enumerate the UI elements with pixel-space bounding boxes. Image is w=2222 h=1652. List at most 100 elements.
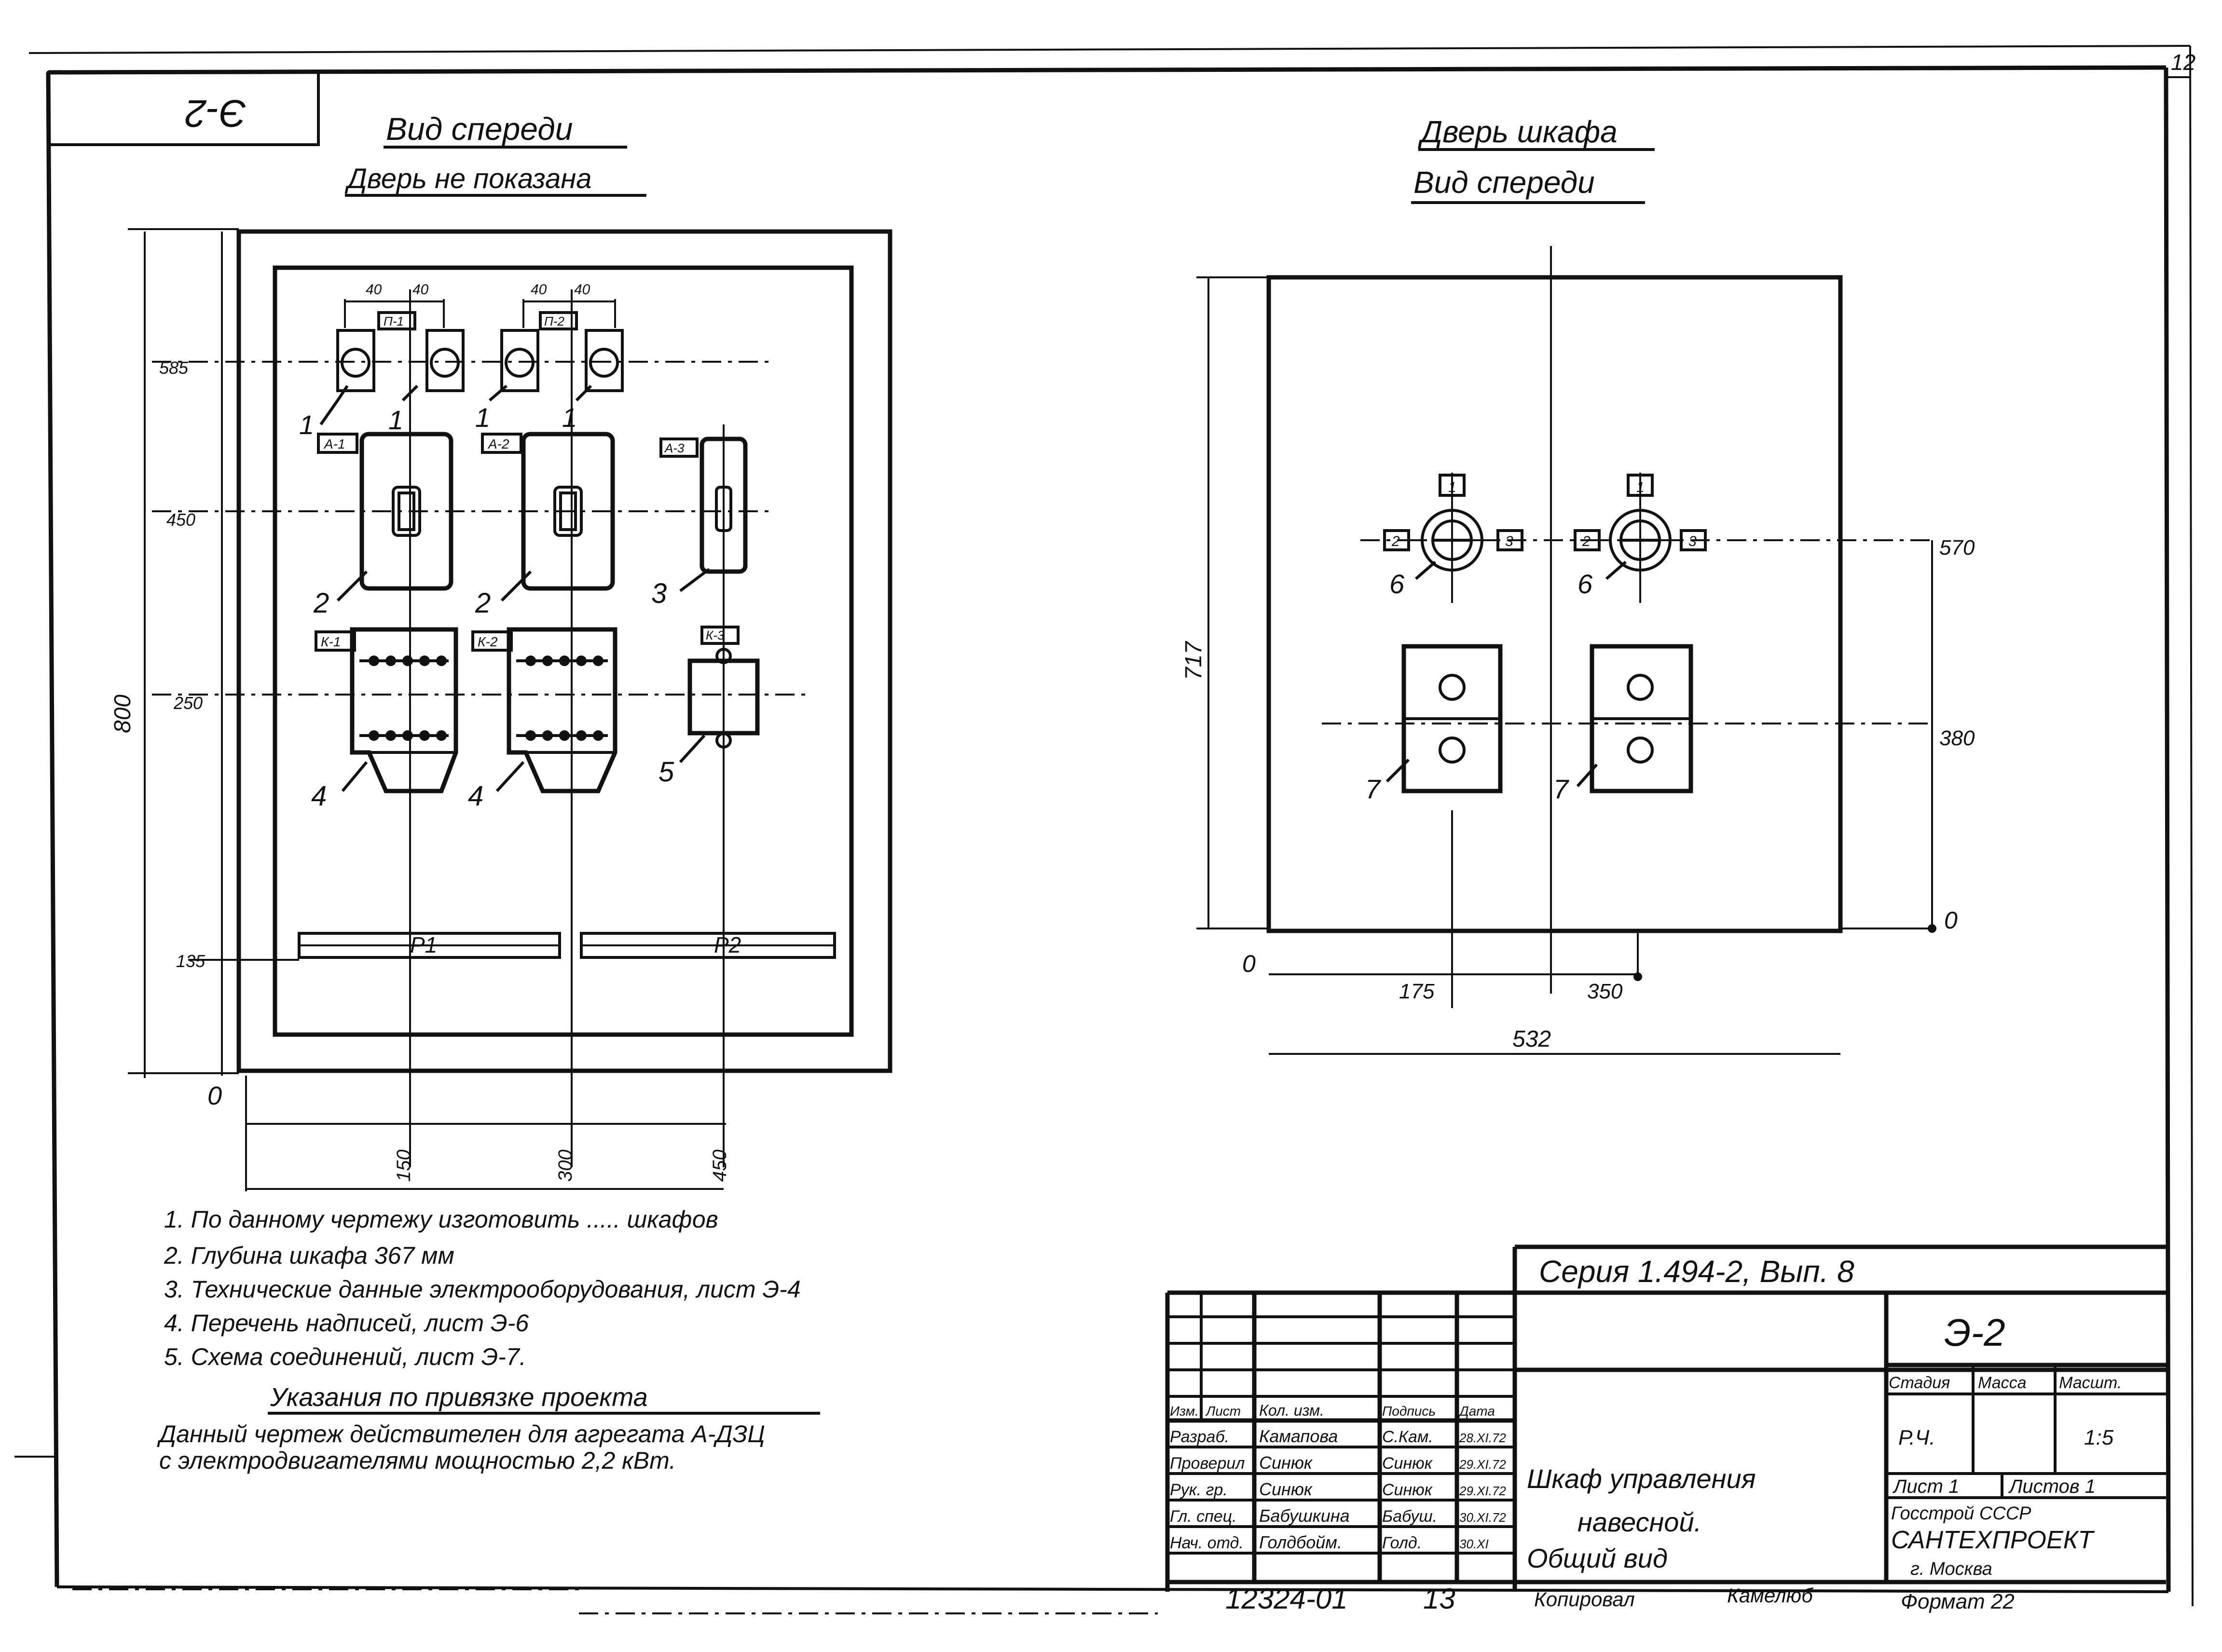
tag-a2: А-2 bbox=[487, 437, 509, 451]
tb-col-izm: Изм. bbox=[1170, 1404, 1199, 1419]
tb-sign-3: Синюк bbox=[1382, 1481, 1433, 1499]
right-dim-350: 350 bbox=[1587, 980, 1623, 1003]
tb-col-kol: Кол. изм. bbox=[1259, 1402, 1324, 1419]
tb-date-2: 29.XI.72 bbox=[1459, 1457, 1506, 1472]
left-dim-250: 250 bbox=[173, 693, 203, 713]
tag-k3: К-3 bbox=[706, 628, 725, 642]
right-view-title: Дверь шкафа bbox=[1418, 114, 1618, 149]
left-dim-585: 585 bbox=[159, 358, 189, 378]
page-number: 12 bbox=[2171, 50, 2195, 75]
note-4: 4. Перечень надписей, лист Э-6 bbox=[164, 1310, 529, 1337]
footer-format: Формат 22 bbox=[1901, 1590, 2015, 1613]
selector-switch-2: 1 2 3 bbox=[1574, 473, 1707, 603]
dim-40-b: 40 bbox=[412, 282, 429, 298]
tb-title-1: Шкаф управления bbox=[1527, 1463, 1756, 1494]
left-dim-x1: 150 bbox=[393, 1149, 414, 1182]
right-view: Дверь шкафа Вид спереди 717 570 380 0 0 … bbox=[1181, 114, 1975, 1055]
tb-org-2: САНТЕХПРОЕКТ bbox=[1891, 1526, 2095, 1554]
tb-date-1: 28.XI.72 bbox=[1459, 1431, 1506, 1445]
dim-40-a: 40 bbox=[366, 282, 382, 298]
tb-org-3: г. Москва bbox=[1910, 1559, 1992, 1579]
footer-copier: Камелюб bbox=[1727, 1584, 1813, 1607]
starter-k2: К-2 bbox=[471, 627, 617, 793]
tb-stage: Р.Ч. bbox=[1898, 1426, 1935, 1449]
door-panel bbox=[1266, 275, 1843, 933]
callout-7b: 7 bbox=[1553, 774, 1569, 804]
corner-code-box bbox=[47, 71, 320, 146]
callout-6a: 6 bbox=[1389, 569, 1405, 599]
note-5: 5. Схема соединений, лист Э-7. bbox=[164, 1343, 526, 1370]
right-dim-width: 532 bbox=[1512, 1026, 1551, 1052]
starter-k1: К-1 bbox=[315, 627, 458, 793]
callout-4a: 4 bbox=[311, 780, 327, 812]
right-dim-zero-x: 0 bbox=[1242, 950, 1256, 977]
callout-3: 3 bbox=[651, 578, 667, 609]
switch1-tag2: 2 bbox=[1391, 533, 1400, 549]
tb-sign-4: Бабуш. bbox=[1382, 1507, 1437, 1526]
right-dim-zero: 0 bbox=[1944, 907, 1958, 934]
left-view-subtitle: Дверь не показана bbox=[344, 163, 592, 194]
tb-scale-label: Масшт. bbox=[2059, 1374, 2122, 1392]
tb-title-3: Общий вид bbox=[1527, 1543, 1668, 1573]
callout-5: 5 bbox=[658, 756, 674, 788]
tb-role-2: Проверил bbox=[1170, 1454, 1245, 1473]
right-dim-570: 570 bbox=[1939, 536, 1975, 560]
tb-org-1: Госстрой СССР bbox=[1891, 1503, 2031, 1524]
tag-k1: К-1 bbox=[321, 634, 341, 649]
tb-scale: 1:5 bbox=[2084, 1426, 2114, 1449]
title-block: Серия 1.494-2, Вып. 8 Э-2 Изм. Лист Кол.… bbox=[1165, 1244, 2166, 1592]
tb-sheets-label: Листов 1 bbox=[2008, 1476, 2096, 1497]
tag-a3: А-3 bbox=[664, 441, 685, 455]
switch2-tag2: 2 bbox=[1582, 533, 1591, 549]
tb-series: Серия 1.494-2, Вып. 8 bbox=[1539, 1254, 1854, 1289]
tb-role-5: Нач. отд. bbox=[1170, 1534, 1244, 1552]
left-dim-x2: 300 bbox=[555, 1149, 576, 1182]
callout-6b: 6 bbox=[1577, 569, 1593, 599]
right-dim-height: 717 bbox=[1181, 641, 1207, 680]
left-dim-zero: 0 bbox=[207, 1081, 222, 1110]
notes: 1. По данному чертежу изготовить ..... ш… bbox=[157, 1206, 820, 1474]
note-1: 1. По данному чертежу изготовить ..... ш… bbox=[164, 1206, 718, 1233]
tb-role-1: Разраб. bbox=[1170, 1428, 1229, 1446]
right-view-subtitle: Вид спереди bbox=[1413, 165, 1595, 200]
lamp-group-1: 40 40 П-1 bbox=[336, 282, 465, 392]
right-dim-175: 175 bbox=[1399, 980, 1435, 1003]
tag-a1: А-1 bbox=[323, 437, 345, 451]
tb-name-1: Камапова bbox=[1259, 1426, 1338, 1446]
tb-name-2: Синюк bbox=[1259, 1453, 1313, 1473]
breaker-a1: А-1 bbox=[317, 432, 453, 602]
rail-p2-label: P2 bbox=[714, 932, 741, 957]
tb-name-3: Синюк bbox=[1259, 1479, 1313, 1499]
footer-copied: Копировал bbox=[1534, 1588, 1635, 1611]
tb-col-list: Лист bbox=[1205, 1404, 1241, 1419]
tag-tp2: П-2 bbox=[544, 314, 564, 328]
tb-sheet-code: Э-2 bbox=[1944, 1311, 2005, 1354]
cabinet-outer bbox=[236, 229, 892, 1073]
tb-stage-label: Стадия bbox=[1889, 1374, 1950, 1392]
tb-date-3: 29.XI.72 bbox=[1459, 1484, 1506, 1498]
button-station-1 bbox=[1385, 644, 1503, 793]
corner-code: Э-2 bbox=[185, 92, 246, 135]
cabinet-inner bbox=[273, 265, 854, 1037]
binding-line-2: с электродвигателями мощностью 2,2 кВт. bbox=[159, 1447, 676, 1474]
tb-sign-2: Синюк bbox=[1382, 1454, 1433, 1473]
switch1-tag1: 1 bbox=[1448, 479, 1456, 495]
callout-7a: 7 bbox=[1365, 774, 1381, 804]
tb-role-3: Рук. гр. bbox=[1170, 1481, 1228, 1499]
note-2: 2. Глубина шкафа 367 мм bbox=[164, 1242, 454, 1269]
callout-1b: 1 bbox=[388, 405, 403, 435]
left-dim-135: 135 bbox=[176, 951, 206, 971]
callout-4b: 4 bbox=[468, 780, 483, 812]
tb-mass-label: Масса bbox=[1978, 1374, 2027, 1392]
tb-col-sign: Подпись bbox=[1382, 1404, 1436, 1419]
callout-2b: 2 bbox=[475, 587, 491, 619]
switch1-tag3: 3 bbox=[1505, 533, 1513, 549]
callout-1c: 1 bbox=[475, 402, 490, 433]
footer: 12324-01 13 Копировал Камелюб Формат 22 bbox=[72, 1583, 2015, 1615]
dim-40-d: 40 bbox=[574, 282, 590, 298]
switch2-tag1: 1 bbox=[1636, 479, 1645, 495]
tag-k2: К-2 bbox=[478, 634, 498, 649]
callout-1d: 1 bbox=[562, 402, 577, 433]
footer-code: 12324-01 bbox=[1225, 1583, 1348, 1615]
